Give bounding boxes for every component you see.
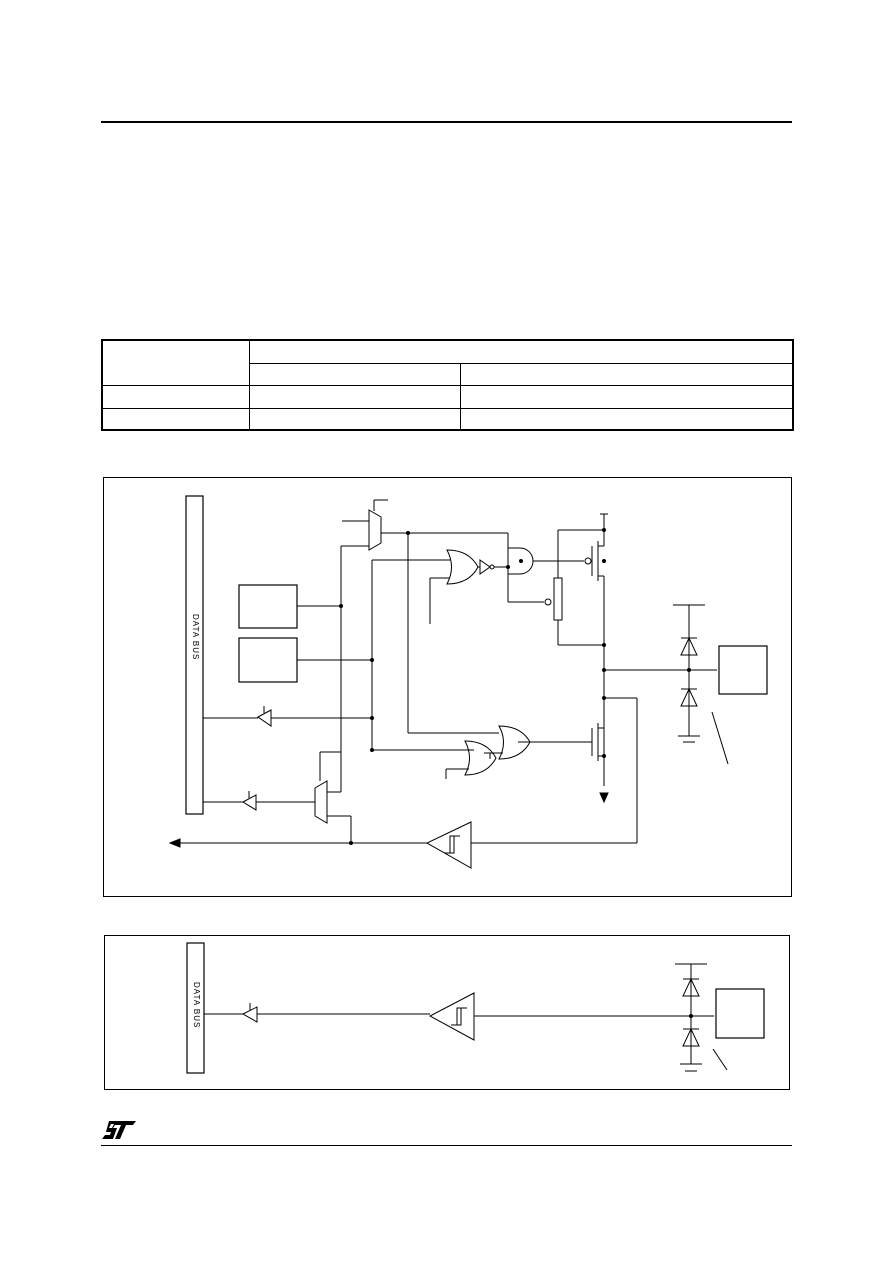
data-bus-bar bbox=[185, 495, 204, 815]
header-rule bbox=[101, 121, 792, 123]
diode-bottom bbox=[680, 687, 698, 707]
table-cell bbox=[459, 407, 794, 431]
diode-bottom-2 bbox=[682, 1027, 700, 1047]
footer-rule bbox=[101, 1145, 792, 1146]
diode-top bbox=[680, 636, 698, 656]
or-gate-lower bbox=[464, 740, 497, 776]
table-cell bbox=[101, 407, 250, 431]
schematic-svg-2: DATA BUS bbox=[186, 942, 765, 1074]
bottom-multiplexer bbox=[314, 780, 328, 824]
table-subheader-cell bbox=[459, 362, 794, 386]
pad-2 bbox=[715, 988, 765, 1039]
pad bbox=[718, 645, 768, 695]
table-row bbox=[101, 407, 794, 431]
st-logo-icon bbox=[102, 1121, 136, 1139]
inverter bbox=[479, 559, 491, 575]
configuration-table bbox=[101, 339, 794, 431]
input-only-schematic: DATA BUS bbox=[104, 935, 790, 1090]
or-gate-bottom bbox=[498, 725, 531, 760]
diode-top-2 bbox=[682, 977, 700, 997]
io-port-schematic: DATA BUS bbox=[103, 477, 792, 897]
table-row bbox=[101, 384, 794, 409]
table-cell bbox=[459, 384, 794, 409]
table-header-cell bbox=[101, 339, 250, 386]
ddr-register bbox=[238, 584, 298, 629]
table-cell bbox=[248, 384, 461, 409]
table-header-cell bbox=[248, 339, 794, 364]
table-cell bbox=[101, 384, 250, 409]
schematic-svg: DATA BUS bbox=[168, 495, 768, 869]
data-bus-label-2: DATA BUS bbox=[192, 982, 201, 1028]
top-multiplexer bbox=[368, 509, 382, 551]
table-subheader-cell bbox=[248, 362, 461, 386]
or-gate-top bbox=[446, 549, 479, 585]
nand-gate bbox=[507, 547, 534, 575]
dr-register bbox=[238, 637, 298, 683]
schmitt-trigger bbox=[425, 821, 472, 869]
data-bus-label: DATA BUS bbox=[191, 614, 200, 660]
data-bus-bar-2 bbox=[186, 942, 205, 1074]
schmitt-trigger-2 bbox=[428, 992, 475, 1041]
table-cell bbox=[248, 407, 461, 431]
